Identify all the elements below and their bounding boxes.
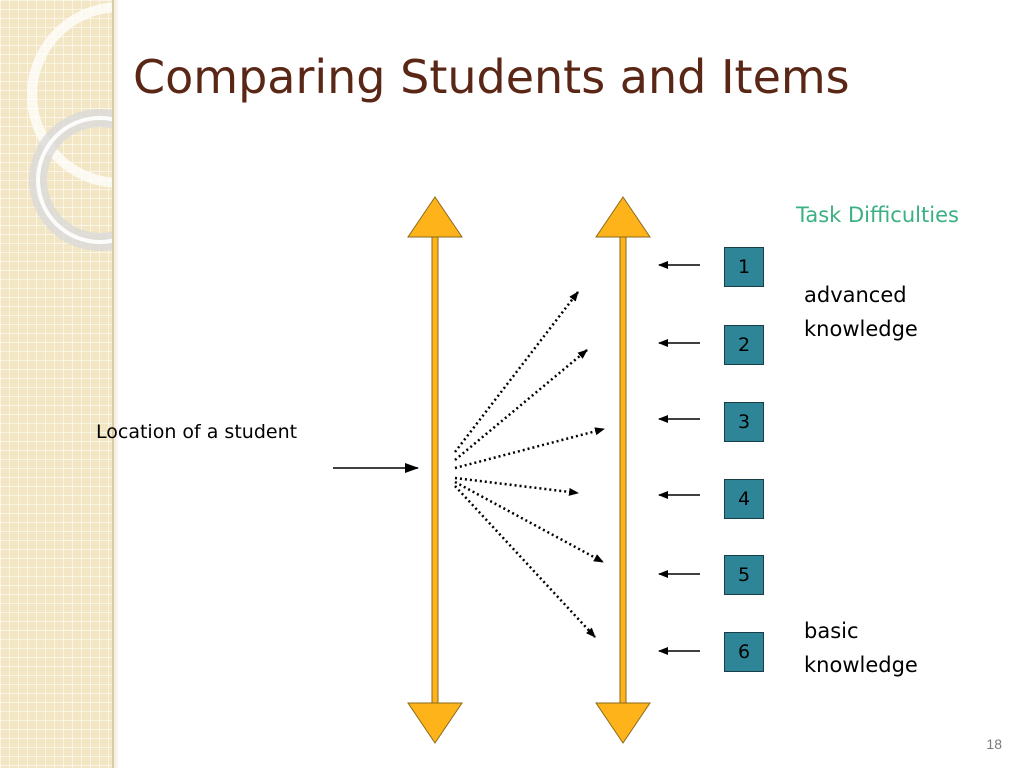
item-box-4: 4 bbox=[724, 479, 764, 519]
dotted-arrow-3 bbox=[454, 427, 605, 470]
task-difficulties-header: Task Difficulties bbox=[796, 203, 959, 227]
item-box-3: 3 bbox=[724, 402, 764, 442]
decorative-sidebar bbox=[0, 0, 114, 768]
page-number: 18 bbox=[986, 736, 1002, 752]
item-box-1: 1 bbox=[724, 247, 764, 287]
item-box-2: 2 bbox=[724, 325, 764, 365]
item-scale-arrow bbox=[595, 196, 651, 744]
basic-line-2: knowledge bbox=[804, 653, 918, 677]
dotted-arrow-2 bbox=[454, 349, 588, 461]
item-box-6: 6 bbox=[724, 632, 764, 672]
advanced-knowledge-label: advanced knowledge bbox=[804, 278, 918, 346]
comparison-arrows bbox=[454, 291, 605, 638]
advanced-line-1: advanced bbox=[804, 283, 907, 307]
student-scale-arrow bbox=[407, 196, 463, 744]
dotted-arrow-5 bbox=[454, 480, 604, 564]
basic-line-1: basic bbox=[804, 619, 859, 643]
sidebar-rings bbox=[27, 2, 112, 251]
item-box-5: 5 bbox=[724, 555, 764, 595]
sidebar-shadow bbox=[112, 0, 120, 768]
dotted-arrow-6 bbox=[454, 485, 596, 638]
advanced-line-2: knowledge bbox=[804, 317, 918, 341]
slide-title: Comparing Students and Items bbox=[133, 50, 850, 104]
basic-knowledge-label: basic knowledge bbox=[804, 614, 918, 682]
item-pointer-arrows bbox=[658, 261, 700, 655]
dotted-arrow-1 bbox=[454, 291, 579, 453]
student-location-label: Location of a student bbox=[96, 421, 298, 443]
dotted-arrow-4 bbox=[454, 476, 579, 496]
